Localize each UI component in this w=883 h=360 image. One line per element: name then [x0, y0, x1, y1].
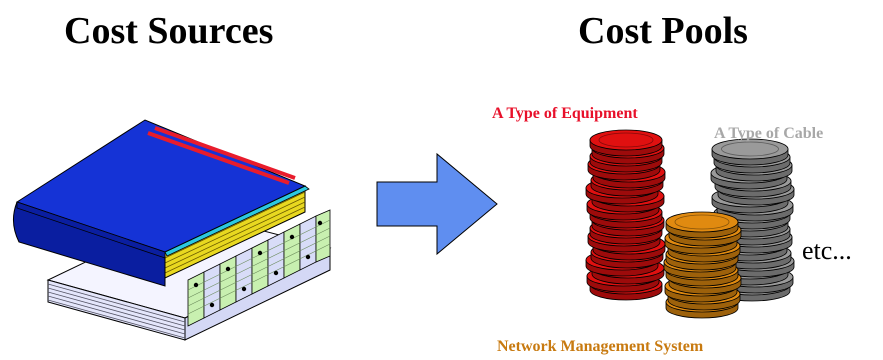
- label-cable: A Type of Cable: [714, 125, 824, 142]
- etc-label: etc...: [802, 236, 852, 265]
- label-network: Network Management System: [497, 338, 704, 355]
- coin-rim: [721, 141, 779, 157]
- coin-rim: [598, 132, 654, 148]
- arrow-right-icon: [376, 152, 498, 256]
- coin-rim: [674, 214, 730, 230]
- cost-pools-title: Cost Pools: [578, 10, 748, 52]
- coin-stack-icon: [663, 211, 742, 319]
- ledger-icon: [46, 209, 332, 341]
- coin-stack-icon: [585, 129, 666, 301]
- book-icon: [13, 119, 310, 287]
- label-equipment: A Type of Equipment: [492, 105, 638, 122]
- cost-sources-title: Cost Sources: [64, 10, 274, 52]
